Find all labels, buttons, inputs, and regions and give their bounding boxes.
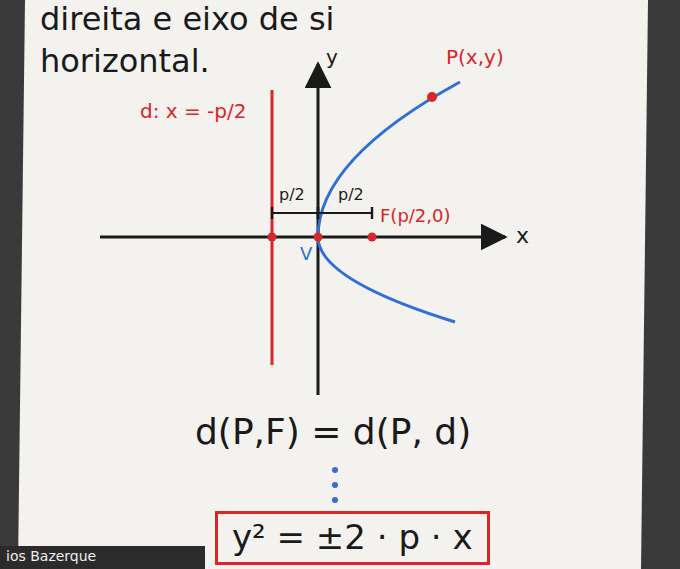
point-name: V — [300, 244, 312, 264]
dimension-line — [272, 212, 318, 214]
directrix-line — [271, 90, 274, 365]
formula-text: y² = ±2 · p · x — [232, 518, 473, 557]
note-text: horizontal. — [40, 44, 210, 79]
dimension-label: p/2 — [338, 186, 364, 204]
point-name: F(p/2,0) — [380, 206, 451, 226]
curve-point — [427, 92, 437, 102]
ellipsis-dot — [332, 482, 338, 488]
axis-name: x — [516, 224, 529, 248]
x-axis — [100, 236, 505, 239]
dimension-label: p/2 — [279, 186, 305, 204]
note-text: direita e eixo de si — [40, 2, 334, 37]
video-name-bar — [0, 546, 205, 569]
paper-sheet — [18, 0, 648, 569]
point-name: P(x,y) — [446, 46, 504, 68]
ellipsis-dot — [332, 467, 338, 473]
watermark: ios Bazerque — [6, 549, 96, 564]
result-box: y² = ±2 · p · x — [215, 511, 490, 565]
directrix-point — [268, 233, 277, 242]
directrix-equation: d: x = -p/2 — [140, 100, 246, 122]
parabola-curve — [318, 82, 460, 322]
ellipsis-dot — [332, 497, 338, 503]
focus-point — [368, 233, 377, 242]
axis-name: y — [326, 46, 338, 68]
distance-equation: d(P,F) = d(P, d) — [195, 412, 471, 452]
dimension-line — [318, 212, 372, 214]
vertex-point — [314, 233, 323, 242]
